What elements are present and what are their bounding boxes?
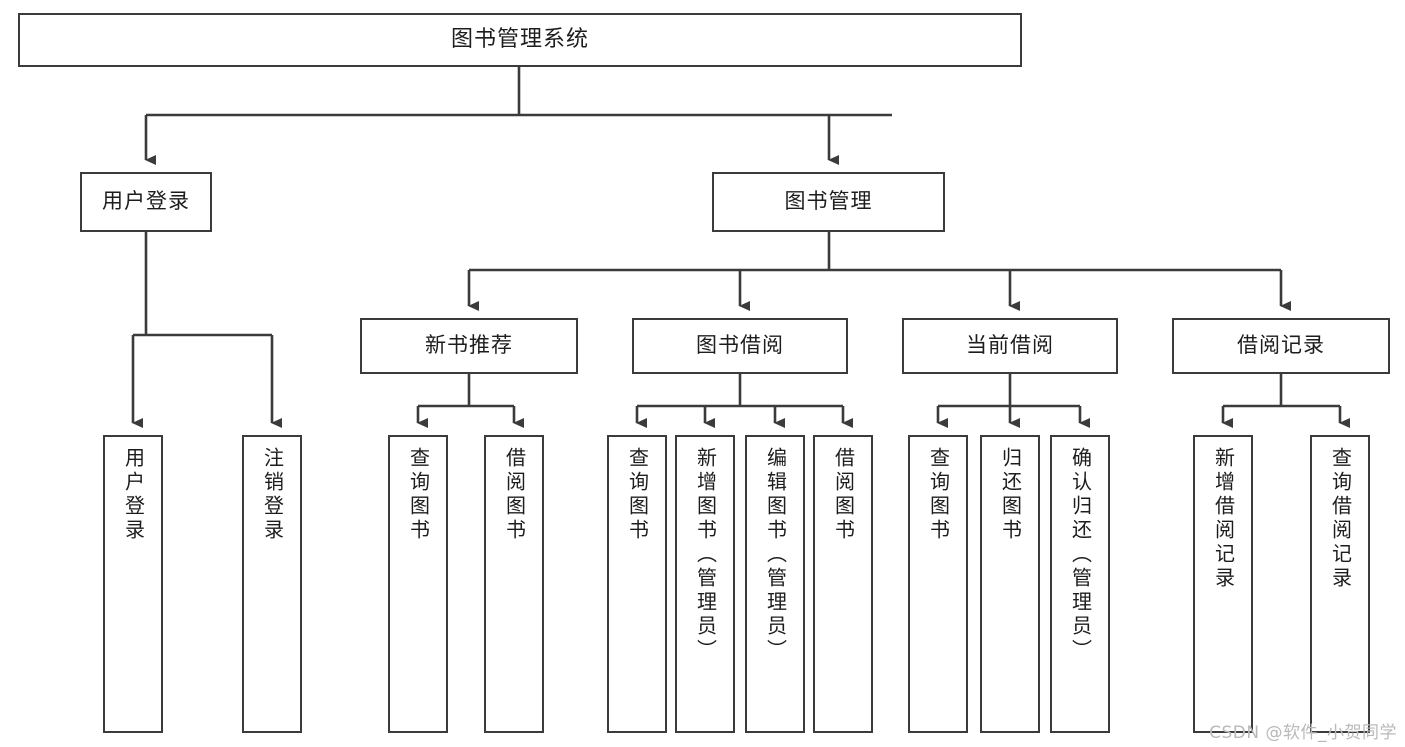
node-label: 图书管理系统 — [450, 26, 589, 52]
node-user-login[interactable]: 用户登录 — [80, 172, 212, 232]
leaf-query-book-current[interactable]: 查询图书 — [908, 435, 968, 733]
node-label: 借阅图书 — [831, 447, 856, 543]
leaf-add-book-admin[interactable]: 新增图书（管理员） — [675, 435, 735, 733]
leaf-borrow-book-recommend[interactable]: 借阅图书 — [484, 435, 544, 733]
node-book-management[interactable]: 图书管理 — [712, 172, 945, 232]
leaf-query-book-recommend[interactable]: 查询图书 — [388, 435, 448, 733]
leaf-return-book[interactable]: 归还图书 — [980, 435, 1040, 733]
leaf-query-borrow-record[interactable]: 查询借阅记录 — [1310, 435, 1370, 733]
node-label: 新增图书（管理员） — [693, 447, 718, 663]
node-label: 查询图书 — [926, 447, 951, 543]
node-label: 借阅记录 — [1237, 333, 1325, 358]
leaf-borrow-book[interactable]: 借阅图书 — [813, 435, 873, 733]
node-current-borrow[interactable]: 当前借阅 — [902, 318, 1118, 374]
node-label: 查询图书 — [406, 447, 431, 543]
node-label: 新增借阅记录 — [1211, 447, 1236, 591]
node-label: 确认归还（管理员） — [1068, 447, 1093, 663]
watermark-text: CSDN @软件_小贺同学 — [1209, 723, 1397, 743]
node-book-borrow[interactable]: 图书借阅 — [632, 318, 848, 374]
node-label: 借阅图书 — [502, 447, 527, 543]
leaf-add-borrow-record[interactable]: 新增借阅记录 — [1193, 435, 1253, 733]
node-label: 注销登录 — [260, 447, 285, 543]
node-label: 用户登录 — [102, 189, 190, 214]
leaf-query-book-borrow[interactable]: 查询图书 — [607, 435, 667, 733]
node-label: 当前借阅 — [966, 333, 1054, 358]
leaf-confirm-return-admin[interactable]: 确认归还（管理员） — [1050, 435, 1110, 733]
leaf-user-login[interactable]: 用户登录 — [103, 435, 163, 733]
leaf-logout[interactable]: 注销登录 — [242, 435, 302, 733]
node-borrow-records[interactable]: 借阅记录 — [1172, 318, 1390, 374]
node-root-system[interactable]: 图书管理系统 — [18, 13, 1022, 67]
node-label: 图书借阅 — [696, 333, 784, 358]
node-label: 用户登录 — [121, 447, 146, 543]
node-label: 归还图书 — [998, 447, 1023, 543]
node-label: 查询借阅记录 — [1328, 447, 1353, 591]
leaf-edit-book-admin[interactable]: 编辑图书（管理员） — [745, 435, 805, 733]
node-label: 编辑图书（管理员） — [763, 447, 788, 663]
node-label: 新书推荐 — [425, 333, 513, 358]
node-new-book-recommend[interactable]: 新书推荐 — [360, 318, 578, 374]
node-label: 图书管理 — [784, 189, 873, 214]
node-label: 查询图书 — [625, 447, 650, 543]
